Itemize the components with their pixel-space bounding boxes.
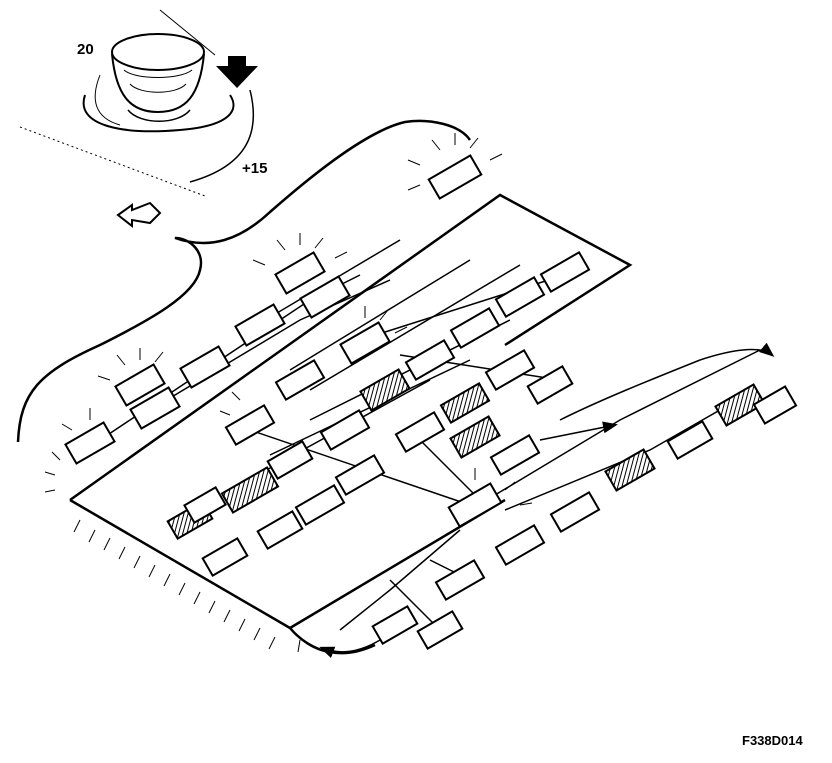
route-arrow-left [319,639,381,658]
callout-offset: +15 [242,160,268,177]
direction-arrow [539,421,618,441]
module-m6 [179,345,231,389]
cup-illustration [82,9,255,183]
harness-outline [16,119,633,655]
module-m3 [299,275,351,319]
edge-ticks [44,451,301,653]
dotted-guide-line [19,126,206,197]
module-group [64,154,798,651]
module-m14 [604,448,656,492]
module-m2 [274,251,326,295]
module-m8 [129,386,181,430]
route-arrow-right [559,342,775,421]
down-arrow-icon [216,56,258,88]
module-m15 [714,383,766,427]
module-m17 [371,604,419,646]
highlight-rays [61,133,533,506]
figure-code: F338D014 [742,733,803,748]
module-m11 [220,466,280,514]
module-m16 [752,385,798,425]
module-m10 [64,421,116,465]
module-m12 [449,415,501,459]
module-m4 [234,303,286,347]
left-arrow-icon [116,201,162,229]
module-m13 [447,482,503,528]
module-m7 [114,363,166,407]
callout-count: 20 [77,41,94,58]
module-m1 [427,154,483,200]
module-m9 [359,368,411,412]
module-m5 [339,321,391,365]
